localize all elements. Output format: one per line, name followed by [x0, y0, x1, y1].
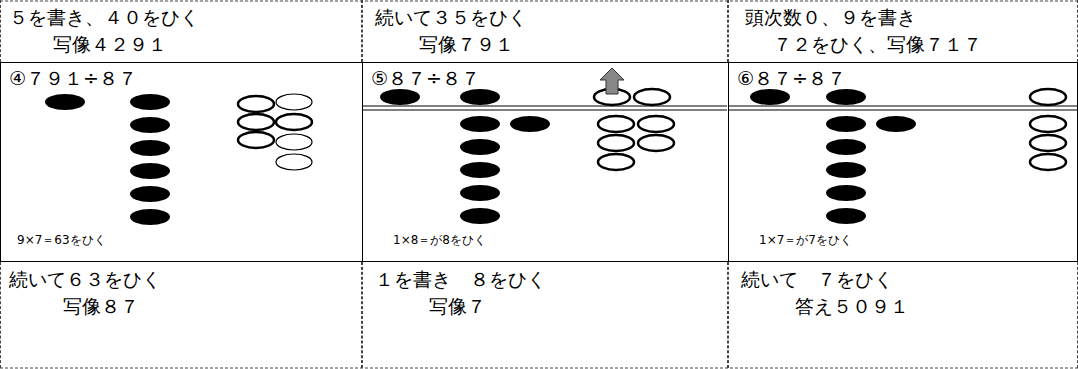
abacus-panel: ⑤８７÷８７ 1×8＝が8をひく: [362, 62, 729, 262]
step-note: 写像４２９１: [53, 33, 167, 56]
step-cell: 続いて３５をひく写像７９１: [362, 0, 728, 62]
step-text: １を書き ８をひく: [375, 268, 546, 291]
step-text: 続いて３５をひく: [375, 6, 527, 29]
step-note: 9×7＝63をひく: [17, 233, 106, 247]
step-note: 1×7＝が7をひく: [759, 233, 852, 247]
step-note: 写像７９１: [419, 33, 514, 56]
step-note: ７２をひく、写像７１７: [773, 33, 982, 56]
step-text: 頭次数０、９を書き: [745, 6, 916, 29]
step-note: 写像８７: [63, 295, 139, 318]
step-text: 続いて６３をひく: [9, 268, 161, 291]
step-note: 1×8＝が8をひく: [393, 233, 486, 247]
abacus-panel: ④７９１÷８７ 9×7＝63をひく: [0, 62, 363, 262]
step-text: ⑥８７÷８７: [737, 67, 846, 90]
step-cell: １を書き ８をひく写像７: [362, 262, 728, 368]
step-cell: 続いて ７をひく答え５０９１: [728, 262, 1078, 368]
step-note: 写像７: [429, 295, 486, 318]
step-text: 続いて ７をひく: [741, 268, 893, 291]
step-text: ④７９１÷８７: [9, 67, 137, 90]
frame-line: [0, 368, 1078, 369]
step-cell: 続いて６３をひく写像８７: [0, 262, 362, 368]
step-cell: 頭次数０、９を書き ７２をひく、写像７１７: [728, 0, 1078, 62]
abacus-panel: ⑥８７÷８７ 1×7＝が7をひく: [728, 62, 1078, 262]
step-text: ⑤８７÷８７: [371, 67, 480, 90]
frame-line: [0, 1, 1078, 2]
abacus-beads: [729, 89, 1077, 224]
step-note: 答え５０９１: [795, 295, 909, 318]
abacus-beads: [363, 68, 727, 224]
abacus-beads: [45, 94, 312, 225]
step-cell: ５を書き、４０をひく写像４２９１: [0, 0, 362, 62]
step-text: ５を書き、４０をひく: [9, 6, 199, 29]
